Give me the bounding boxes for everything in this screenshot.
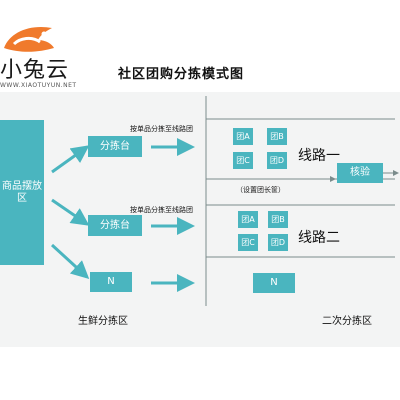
sorting-table-n: N [90, 272, 132, 292]
storage-area-box: 商品摆放区 [0, 120, 44, 265]
connector-storage-sorting-2 [51, 198, 90, 226]
route-1-group-b: 团B [267, 128, 287, 145]
logo-name: 小兔云 [0, 58, 70, 83]
route-1-label: 线路一 [298, 148, 340, 164]
sorting-table-1-label: 分拣台 [100, 140, 130, 152]
sorting-table-1: 分拣台 [88, 136, 142, 157]
second-sorting-n-label: N [270, 277, 278, 288]
route-1-group-d: 团D [267, 152, 287, 169]
connector-storage-sorting-1 [51, 145, 90, 174]
route-1-group-c: 团C [233, 152, 253, 169]
route-2-label: 线路二 [298, 230, 340, 246]
route-2-group-b: 团B [268, 211, 288, 228]
fresh-sorting-zone-label: 生鲜分拣区 [78, 316, 128, 327]
second-sorting-zone-label: 二次分拣区 [322, 316, 372, 327]
second-sorting-n: N [253, 273, 295, 293]
sort-instruction-2: 按单品分拣至线路团 [130, 206, 193, 214]
route-2-group-a: 团A [238, 211, 258, 228]
sorting-table-2-label: 分拣台 [100, 219, 130, 231]
sorting-table-n-label: N [107, 276, 115, 287]
inspection-label: 核验 [350, 167, 370, 178]
sort-instruction-1: 按单品分拣至线路团 [130, 125, 193, 133]
inspection-box: 核验 [337, 163, 383, 183]
diagram-title: 社区团购分拣模式图 [118, 67, 245, 82]
storage-area-label: 商品摆放区 [2, 180, 42, 204]
logo-url: WWW.XIAOTUYUN.NET [0, 82, 77, 89]
route-1-group-a: 团A [233, 128, 253, 145]
background-band [0, 92, 400, 347]
route-2-group-c: 团C [238, 234, 258, 251]
rabbit-logo-icon [4, 26, 54, 52]
connector-storage-sorting-n [50, 243, 90, 280]
set-leader-note: （设置团长筐） [236, 186, 285, 194]
sorting-table-2: 分拣台 [88, 215, 142, 236]
route-2-group-d: 团D [268, 234, 288, 251]
